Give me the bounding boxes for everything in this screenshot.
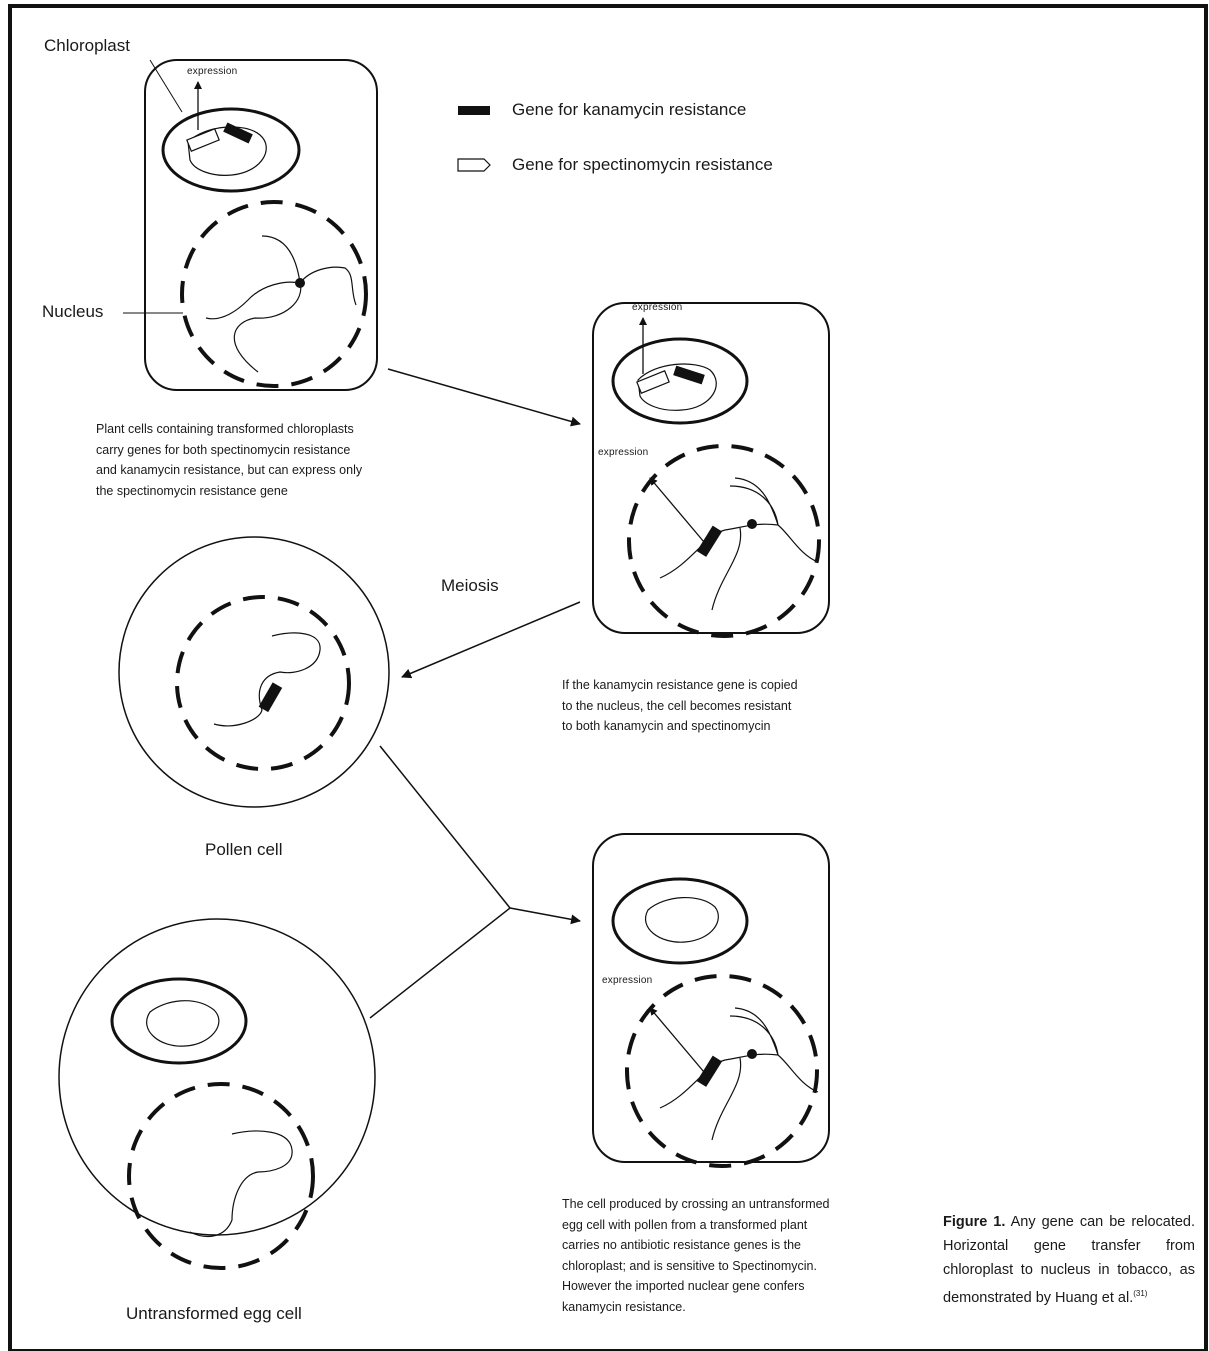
chloroplast — [110, 977, 248, 1065]
kanamycin-gene — [673, 365, 705, 385]
figure-caption: Figure 1. Any gene can be relocated. Hor… — [943, 1210, 1195, 1310]
arrow-meiosis — [401, 601, 581, 679]
pollen-cell — [118, 536, 390, 808]
chloroplast — [161, 107, 301, 193]
arrow-fertilization — [509, 907, 581, 925]
line-egg — [369, 907, 511, 1019]
nucleus — [627, 444, 821, 638]
nucleus-label: Nucleus — [42, 302, 104, 321]
nucleus — [175, 595, 351, 771]
expression-label: expression — [187, 66, 238, 77]
expression-label: expression — [602, 975, 653, 986]
kanamycin-gene-nuclear — [696, 1055, 723, 1087]
legend-spectinomycin-icon — [457, 158, 491, 172]
expression-label: expression — [598, 447, 649, 458]
kanamycin-gene-nuclear — [258, 682, 283, 713]
expression-arrow — [649, 477, 705, 543]
offspring-cell — [592, 833, 830, 1168]
kanamycin-gene-nuclear — [696, 525, 723, 557]
chloroplast — [611, 337, 749, 425]
kanamycin-gene — [223, 122, 253, 144]
expression-label: expression — [632, 302, 683, 313]
legend-kanamycin-label: Gene for kanamycin resistance — [512, 100, 747, 119]
description-transformed-cell: Plant cells containing transformed chlor… — [96, 422, 363, 498]
arrow-transfer — [387, 368, 581, 427]
plant-cell-transformed — [123, 59, 378, 391]
description-offspring-cell: The cell produced by crossing an untrans… — [562, 1197, 830, 1314]
caption-text: Any gene can be relocated. Horizontal ge… — [943, 1214, 1196, 1306]
expression-arrow — [649, 1007, 705, 1073]
egg-cell-label: Untransformed egg cell — [126, 1304, 302, 1323]
plant-cell-nuclear-insertion — [592, 302, 830, 638]
line-pollen — [379, 745, 511, 909]
legend-kanamycin-icon — [458, 106, 490, 115]
caption-label: Figure 1. — [943, 1214, 1006, 1230]
spectinomycin-gene — [636, 370, 670, 394]
page-border — [8, 4, 1208, 1351]
chloroplast-label: Chloroplast — [44, 36, 130, 55]
caption-ref: (31) — [1133, 1289, 1148, 1298]
spectinomycin-gene — [186, 128, 220, 152]
pollen-cell-label: Pollen cell — [205, 840, 283, 859]
nucleus — [625, 974, 819, 1168]
chloroplast — [611, 877, 749, 965]
description-nuclear-insertion: If the kanamycin resistance gene is copi… — [562, 678, 798, 733]
legend-spectinomycin-label: Gene for spectinomycin resistance — [512, 155, 773, 174]
egg-cell — [58, 918, 376, 1270]
nucleus — [180, 200, 368, 388]
nucleus — [127, 1082, 315, 1270]
meiosis-label: Meiosis — [441, 576, 499, 595]
